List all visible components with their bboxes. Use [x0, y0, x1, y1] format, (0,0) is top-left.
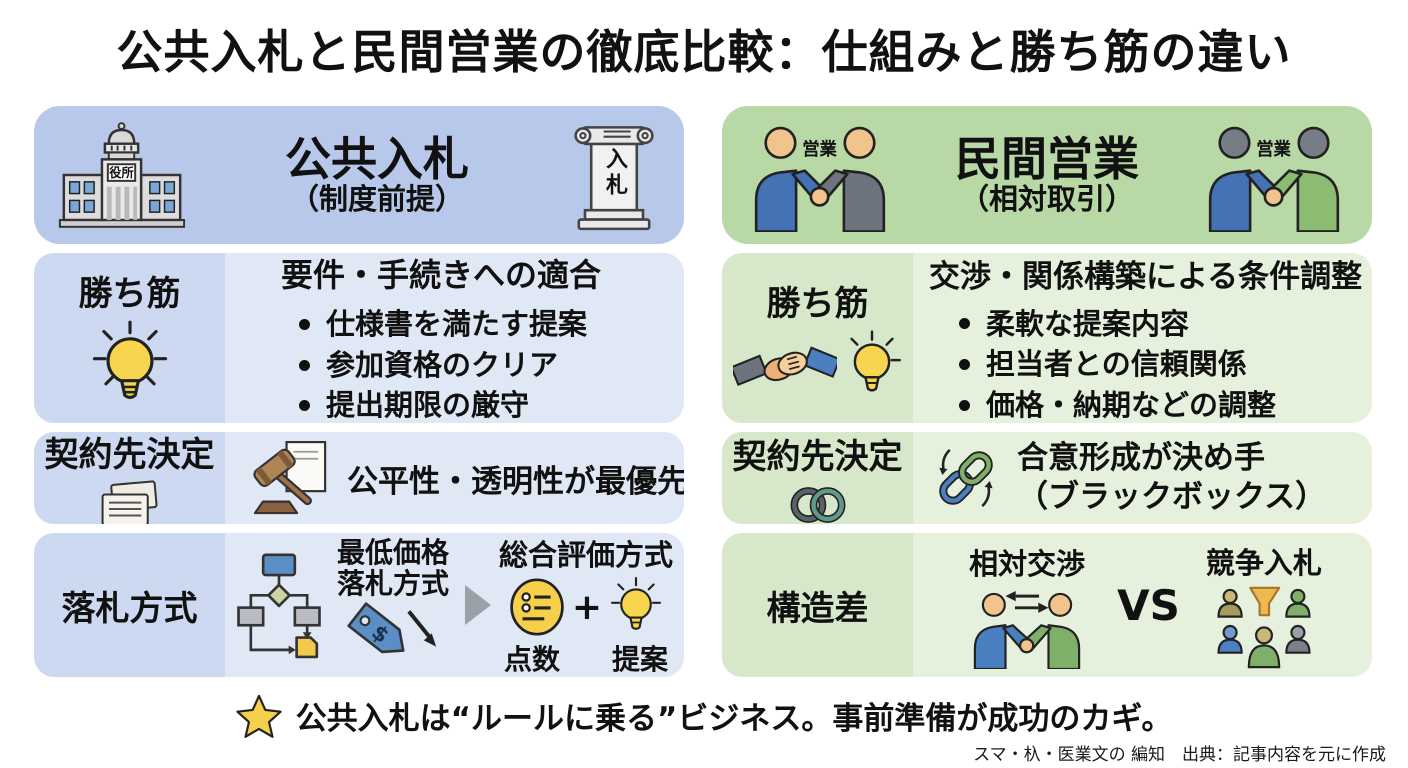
flowchart-icon — [237, 553, 321, 659]
private-sales-header: 営業 民間営業 （相対取引） 営業 — [722, 106, 1372, 244]
comparison-columns: 役所 公共入札 （制度前提） — [0, 106, 1408, 677]
private-sales-column: 営業 民間営業 （相対取引） 営業 — [722, 106, 1372, 677]
documents-icon — [101, 479, 158, 524]
lowest-price-method: 最低価格 落札方式 $ — [329, 535, 457, 674]
handshake-people-icon: 営業 — [754, 126, 886, 232]
private-win-label-cell: 勝ち筋 — [722, 253, 913, 423]
method1-line2: 落札方式 — [336, 567, 449, 600]
bidding-title: 競争入札 — [1205, 546, 1322, 580]
bullet-item: 担当者との信頼関係 — [959, 344, 1366, 385]
private-structure-label: 構造差 — [766, 588, 869, 629]
handshake-hands-icon — [732, 345, 837, 386]
public-bid-subtitle: （制度前提） — [289, 182, 464, 217]
negotiation-title: 相対交渉 — [969, 547, 1086, 581]
negotiation-people-icon — [973, 591, 1081, 669]
public-bid-column: 役所 公共入札 （制度前提） — [34, 106, 684, 677]
private-contract-label: 契約先決定 — [732, 436, 903, 477]
private-contract-content: 合意形成が決め手 （ブラックボックス） — [913, 432, 1372, 524]
public-award-content: 最低価格 落札方式 $ — [225, 533, 684, 677]
chain-links-icon — [939, 448, 993, 508]
public-win-label: 勝ち筋 — [78, 273, 181, 314]
bidders-crowd-funnel-icon — [1217, 586, 1311, 669]
private-structure-row: 構造差 相対交渉 — [722, 533, 1372, 677]
page-title: 公共入札と民間営業の徹底比較：仕組みと勝ち筋の違い — [116, 25, 1292, 79]
idea-bulb-icon — [849, 329, 901, 392]
plus-sign: + — [571, 586, 603, 628]
public-bid-title-block: 公共入札 （制度前提） — [285, 131, 469, 217]
public-contract-label-cell: 契約先決定 — [34, 432, 225, 524]
credit-text: スマ・杁・医業文の 編知 出典：記事内容を元に作成 — [973, 745, 1386, 765]
public-award-row: 落札方式 — [34, 533, 684, 677]
private-win-row: 勝ち筋 — [722, 253, 1372, 423]
private-contract-line1: 合意形成が決め手 — [1017, 440, 1265, 477]
lightbulb-icon — [92, 320, 167, 399]
public-win-label-cell: 勝ち筋 — [34, 253, 225, 423]
government-building-icon: 役所 — [58, 122, 186, 228]
public-win-bullets: 仕様書を満たす提案 参加資格のクリア 提出期限の厳守 — [281, 304, 678, 423]
gavel-icon — [253, 440, 327, 515]
private-contract-label-cell: 契約先決定 — [722, 432, 913, 524]
score-list-icon — [510, 578, 564, 636]
public-win-heading: 要件・手続きへの適合 — [281, 256, 602, 295]
public-bid-header: 役所 公共入札 （制度前提） — [34, 106, 684, 244]
price-tag-icon: $ — [347, 602, 437, 654]
public-contract-text: 公平性・透明性が最優先 — [347, 463, 684, 500]
private-contract-row: 契約先決定 — [722, 432, 1372, 524]
interlocked-rings-icon — [790, 486, 845, 523]
proposal-bulb-icon — [611, 577, 662, 630]
bidding-block: 競争入札 — [1200, 540, 1328, 670]
negotiation-block: 相対交渉 — [957, 541, 1097, 669]
private-contract-text: 合意形成が決め手 （ブラックボックス） — [1017, 439, 1326, 517]
private-win-heading: 交渉・関係構築による条件調整 — [929, 258, 1363, 295]
private-structure-content: 相対交渉 — [913, 533, 1372, 677]
private-sales-subtitle: （相対取引） — [959, 182, 1134, 217]
proposal-label: 提案 — [612, 643, 669, 676]
star-icon — [235, 694, 282, 738]
conclusion-text: 公共入札は“ルールに乗る”ビジネス。事前準備が成功のカギ。 — [295, 701, 1173, 737]
public-award-label: 落札方式 — [61, 588, 198, 629]
sales-label-text: 営業 — [802, 139, 837, 160]
method2-heading: 総合評価方式 — [499, 538, 674, 572]
bid-pillar-icon: 入札 — [566, 117, 662, 233]
building-sign-text: 役所 — [109, 165, 133, 180]
sales-label-text-2: 営業 — [1256, 139, 1291, 160]
private-win-bullets: 柔軟な提案内容 担当者との信頼関係 価格・納期などの調整 — [929, 304, 1366, 423]
public-award-label-cell: 落札方式 — [34, 533, 225, 677]
public-bid-title: 公共入札 — [285, 131, 469, 186]
score-label: 点数 — [503, 643, 560, 676]
bullet-item: 柔軟な提案内容 — [959, 304, 1366, 345]
pillar-label-text: 入札 — [602, 147, 627, 199]
method1-line1: 最低価格 — [336, 535, 449, 569]
private-sales-title: 民間営業 — [955, 131, 1139, 186]
bullet-item: 価格・納期などの調整 — [959, 385, 1366, 423]
bullet-item: 参加資格のクリア — [299, 345, 678, 386]
bullet-item: 仕様書を満たす提案 — [299, 304, 678, 345]
public-win-row: 勝ち筋 要件・ — [34, 253, 684, 423]
bullet-item: 提出期限の厳守 — [299, 385, 678, 423]
private-contract-line2: （ブラックボックス） — [1017, 479, 1327, 515]
vs-text: VS — [1117, 580, 1180, 630]
public-contract-content: 公平性・透明性が最優先 — [225, 432, 684, 524]
public-contract-label: 契約先決定 — [44, 434, 215, 475]
private-win-content: 交渉・関係構築による条件調整 柔軟な提案内容 担当者との信頼関係 価格・納期など… — [913, 253, 1372, 423]
arrow-right-triangle — [465, 585, 491, 625]
private-win-label: 勝ち筋 — [766, 283, 869, 324]
public-win-content: 要件・手続きへの適合 仕様書を満たす提案 参加資格のクリア 提出期限の厳守 — [225, 253, 684, 423]
handshake-people-icon-2: 営業 — [1208, 126, 1340, 232]
private-structure-label-cell: 構造差 — [722, 533, 913, 677]
comprehensive-evaluation-method: 総合評価方式 + — [499, 533, 673, 677]
conclusion-note: 公共入札は“ルールに乗る”ビジネス。事前準備が成功のカギ。 — [0, 693, 1408, 738]
private-sales-title-block: 民間営業 （相対取引） — [955, 131, 1139, 217]
public-contract-row: 契約先決定 — [34, 432, 684, 524]
